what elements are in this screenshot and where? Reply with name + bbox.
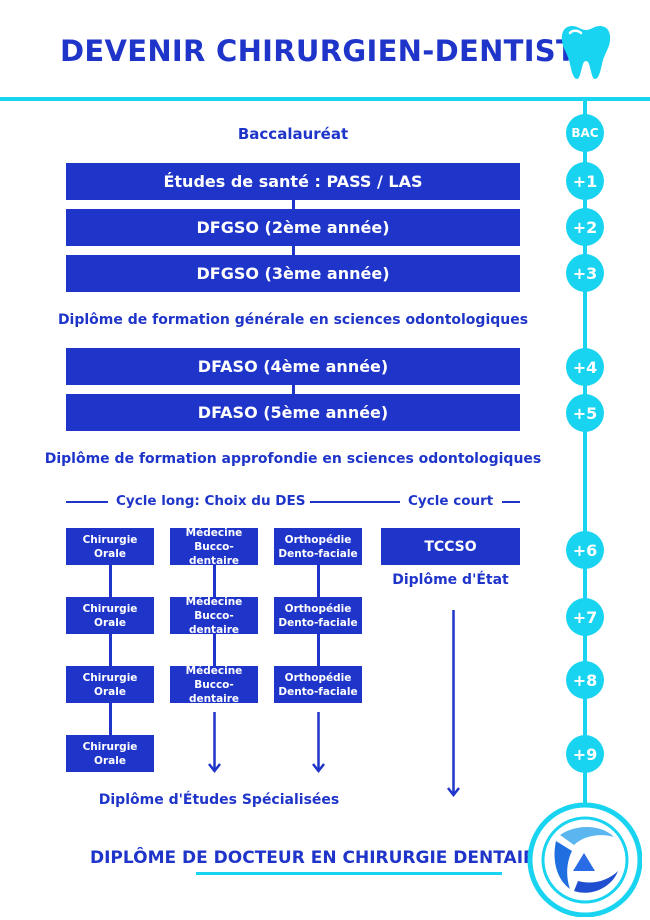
timeline-bac: BAC — [566, 114, 604, 152]
timeline-year-5: +5 — [566, 394, 604, 432]
des-medecine-box: Médecine Bucco-dentaire — [170, 664, 258, 705]
box-line: Chirurgie — [82, 671, 138, 684]
box-line: Chirurgie — [82, 602, 138, 615]
des-chirurgie-orale-box: Chirurgie Orale — [66, 597, 154, 634]
timeline-year-4: +4 — [566, 348, 604, 386]
year-4-box: DFASO (4ème année) — [66, 348, 520, 385]
box-line: Dento-faciale — [278, 616, 358, 629]
des-orthopedie-box: Orthopédie Dento-faciale — [274, 666, 362, 703]
connector — [292, 385, 295, 394]
cycle-court-rule-right — [502, 501, 520, 503]
med-arrow-down-icon — [208, 712, 221, 774]
box-line: Bucco-dentaire — [188, 609, 240, 636]
box-line: Orthopédie — [284, 671, 352, 684]
box-line: Bucco-dentaire — [188, 678, 240, 705]
box-line: Orthopédie — [284, 533, 352, 546]
cycle-long-rule-left — [66, 501, 108, 503]
des-chirurgie-orale-box: Chirurgie Orale — [66, 528, 154, 565]
box-line: Médecine — [185, 664, 243, 677]
year-5-box: DFASO (5ème année) — [66, 394, 520, 431]
timeline-year-8: +8 — [566, 661, 604, 699]
tooth-icon — [561, 26, 611, 79]
des-orthopedie-box: Orthopédie Dento-faciale — [274, 528, 362, 565]
year-1-box: Études de santé : PASS / LAS — [66, 163, 520, 200]
year-2-box: DFGSO (2ème année) — [66, 209, 520, 246]
des-chirurgie-orale-box: Chirurgie Orale — [66, 666, 154, 703]
timeline-year-7: +7 — [566, 598, 604, 636]
timeline-year-2: +2 — [566, 208, 604, 246]
des-medecine-box: Médecine Bucco-dentaire — [170, 595, 258, 636]
bac-label: Baccalauréat — [237, 125, 349, 143]
box-line: Orale — [94, 616, 126, 629]
court-arrow-down-icon — [447, 610, 460, 798]
timeline-year-3: +3 — [566, 254, 604, 292]
timeline-line — [583, 97, 587, 827]
cycle-divider-rule — [310, 501, 400, 503]
tccso-box: TCCSO — [381, 528, 520, 565]
triangle-logo-icon — [527, 802, 642, 917]
year-3-box: DFGSO (3ème année) — [66, 255, 520, 292]
box-line: Médecine — [185, 595, 243, 608]
box-line: Orale — [94, 754, 126, 767]
cycle-long-label: Cycle long: Choix du DES — [116, 493, 306, 509]
box-line: Orthopédie — [284, 602, 352, 615]
final-diploma-title: DIPLÔME DE DOCTEUR EN CHIRURGIE DENTAIRE — [90, 848, 548, 868]
connector — [292, 246, 295, 255]
diplome-etat-label: Diplôme d'État — [392, 572, 509, 588]
box-line: Orale — [94, 685, 126, 698]
final-underline — [196, 872, 502, 875]
box-line: Orale — [94, 547, 126, 560]
des-orthopedie-box: Orthopédie Dento-faciale — [274, 597, 362, 634]
box-line: Médecine — [185, 526, 243, 539]
box-line: Dento-faciale — [278, 685, 358, 698]
timeline-year-6: +6 — [566, 531, 604, 569]
box-line: Bucco-dentaire — [188, 540, 240, 567]
ortho-arrow-down-icon — [312, 712, 325, 774]
des-chirurgie-orale-box: Chirurgie Orale — [66, 735, 154, 772]
dfaso-diploma-label: Diplôme de formation approfondie en scie… — [44, 451, 542, 467]
cycle-court-label: Cycle court — [408, 493, 494, 509]
box-line: Chirurgie — [82, 533, 138, 546]
box-line: Dento-faciale — [278, 547, 358, 560]
page-title: DEVENIR CHIRURGIEN-DENTISTE — [60, 34, 597, 68]
timeline-year-9: +9 — [566, 735, 604, 773]
dfgso-diploma-label: Diplôme de formation générale en science… — [57, 312, 529, 328]
box-line: Chirurgie — [82, 740, 138, 753]
timeline-year-1: +1 — [566, 162, 604, 200]
des-medecine-box: Médecine Bucco-dentaire — [170, 526, 258, 567]
chir-column-line — [109, 560, 112, 740]
des-diploma-label: Diplôme d'Études Spécialisées — [98, 792, 340, 808]
connector — [292, 200, 295, 209]
header-rule — [0, 97, 650, 101]
